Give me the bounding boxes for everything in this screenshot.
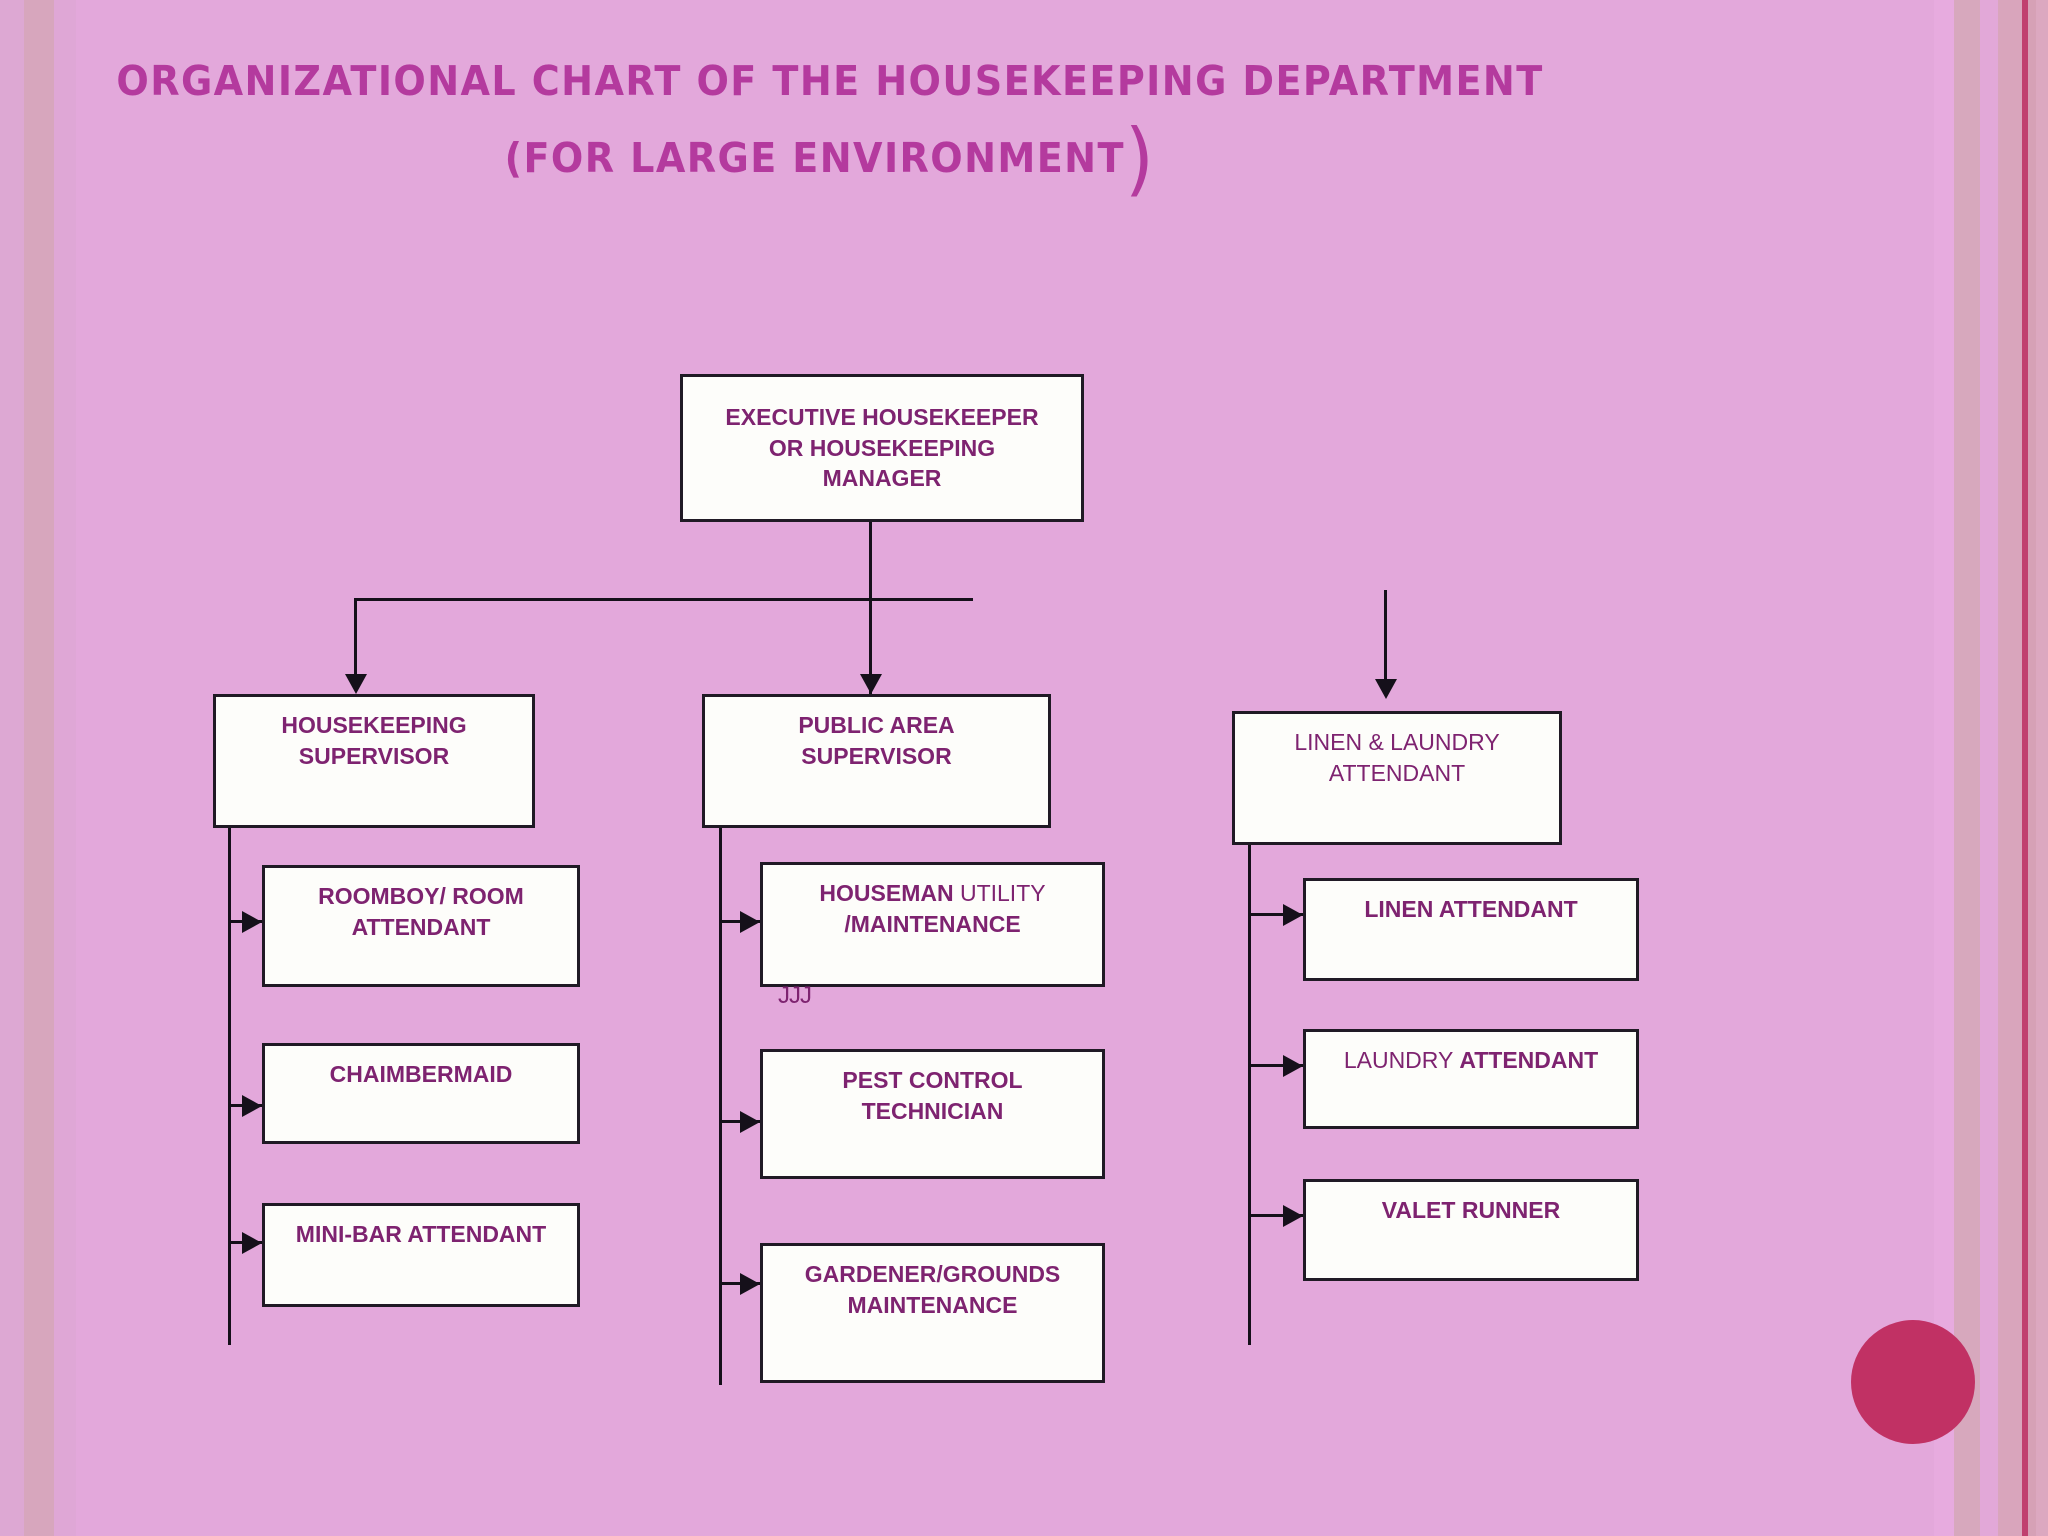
- connector-trunk-linen-laundry: [1248, 745, 1251, 1345]
- right-border-stripe-1: [1934, 0, 1954, 1536]
- laundry-bold-part: ATTENDANT: [1459, 1047, 1599, 1073]
- hk-sup-line-2: SUPERVISOR: [298, 742, 450, 769]
- arrowhead-laundry-attendant: [1283, 1055, 1303, 1077]
- node-housekeeping-supervisor-label: HOUSEKEEPING SUPERVISOR: [271, 710, 476, 825]
- title-closing-paren: ): [1124, 112, 1156, 206]
- exec-line-2: OR HOUSEKEEPING: [768, 434, 996, 461]
- node-linen-laundry-attendant[interactable]: LINEN & LAUNDRY ATTENDANT: [1232, 711, 1562, 845]
- left-border-stripe-3: [54, 0, 76, 1536]
- roomboy-line-1: ROOMBOY/ ROOM: [318, 883, 524, 909]
- right-border-stripe-2: [1954, 0, 1980, 1536]
- right-border-stripe-3: [1980, 0, 1998, 1536]
- node-chaimbermaid[interactable]: CHAIMBERMAID: [262, 1043, 580, 1144]
- title-line-2-text: (FOR LARGE ENVIRONMENT: [504, 134, 1125, 183]
- arrowhead-housekeeping-supervisor: [345, 674, 367, 694]
- node-laundry-attendant[interactable]: LAUNDRY ATTENDANT: [1303, 1029, 1639, 1129]
- gardener-line-2: MAINTENANCE: [847, 1291, 1018, 1318]
- left-border-stripe-2: [24, 0, 54, 1536]
- node-pest-control-technician[interactable]: PEST CONTROL TECHNICIAN: [760, 1049, 1105, 1179]
- decorative-circle: [1851, 1320, 1975, 1444]
- arrowhead-linen-laundry-attendant: [1375, 679, 1397, 699]
- gardener-line-1: GARDENER/GROUNDS: [804, 1261, 1061, 1287]
- arrowhead-linen-attendant: [1283, 904, 1303, 926]
- node-linen-attendant-label: LINEN ATTENDANT: [1364, 896, 1578, 922]
- node-public-area-supervisor-label: PUBLIC AREA SUPERVISOR: [788, 710, 964, 825]
- hk-sup-line-1: HOUSEKEEPING: [281, 712, 467, 738]
- connector-trunk-housekeeping: [228, 785, 231, 1345]
- exec-line-3: MANAGER: [822, 465, 942, 492]
- chart-title: ORGANIZATIONAL CHART OF THE HOUSEKEEPING…: [0, 57, 1660, 199]
- arrowhead-public-area-supervisor: [860, 674, 882, 694]
- pa-sup-line-1: PUBLIC AREA: [798, 712, 955, 738]
- ll-att-line-2: ATTENDANT: [1328, 759, 1466, 786]
- node-linen-laundry-attendant-label: LINEN & LAUNDRY ATTENDANT: [1284, 727, 1509, 842]
- exec-line-1: EXECUTIVE HOUSEKEEPER: [725, 404, 1039, 431]
- node-executive-housekeeper-label: EXECUTIVE HOUSEKEEPER OR HOUSEKEEPING MANA…: [715, 402, 1048, 494]
- pa-sup-line-2: SUPERVISOR: [801, 742, 952, 769]
- node-houseman-utility-maintenance[interactable]: HOUSEMAN UTILITY/MAINTENANCE: [760, 862, 1105, 987]
- arrowhead-houseman: [740, 911, 760, 933]
- node-linen-attendant[interactable]: LINEN ATTENDANT: [1303, 878, 1639, 981]
- left-border-stripe-1: [0, 0, 24, 1536]
- connector-branch-houseman: [719, 920, 760, 923]
- houseman-regular-part: UTILITY: [953, 880, 1046, 906]
- node-laundry-attendant-label: LAUNDRY ATTENDANT: [1334, 1045, 1608, 1126]
- node-public-area-supervisor[interactable]: PUBLIC AREA SUPERVISOR: [702, 694, 1051, 828]
- arrowhead-valet-runner: [1283, 1205, 1303, 1227]
- connector-trunk-public-area: [719, 785, 722, 1385]
- node-gardener-label: GARDENER/GROUNDS MAINTENANCE: [795, 1259, 1071, 1380]
- right-border-stripe-4: [1998, 0, 2022, 1536]
- connector-branch-valet-runner: [1248, 1214, 1303, 1217]
- connector-exec-down: [869, 522, 872, 700]
- stray-text-artifact: JJJ: [778, 982, 812, 1009]
- node-houseman-label: HOUSEMAN UTILITY/MAINTENANCE: [809, 878, 1055, 984]
- arrowhead-roomboy: [242, 911, 262, 933]
- node-valet-runner[interactable]: VALET RUNNER: [1303, 1179, 1639, 1281]
- houseman-bold-part: HOUSEMAN: [819, 880, 954, 906]
- right-border-accent-line: [2022, 0, 2028, 1536]
- arrowhead-minibar: [242, 1232, 262, 1254]
- node-housekeeping-supervisor[interactable]: HOUSEKEEPING SUPERVISOR: [213, 694, 535, 828]
- connector-horizontal-bus: [354, 598, 973, 601]
- roomboy-line-2: ATTENDANT: [351, 913, 491, 940]
- title-line-1: ORGANIZATIONAL CHART OF THE HOUSEKEEPING…: [116, 57, 1544, 105]
- connector-branch-pest-control: [719, 1120, 760, 1123]
- node-chaimbermaid-label: CHAIMBERMAID: [329, 1061, 513, 1087]
- node-roomboy-room-attendant[interactable]: ROOMBOY/ ROOM ATTENDANT: [262, 865, 580, 987]
- node-gardener-grounds-maintenance[interactable]: GARDENER/GROUNDS MAINTENANCE: [760, 1243, 1105, 1383]
- node-roomboy-label: ROOMBOY/ ROOM ATTENDANT: [308, 881, 534, 984]
- connector-drop-linen-laundry: [1384, 590, 1387, 685]
- arrowhead-pest-control: [740, 1111, 760, 1133]
- laundry-regular-part: LAUNDRY: [1343, 1047, 1460, 1073]
- connector-branch-gardener: [719, 1282, 760, 1285]
- node-mini-bar-attendant-label: MINI-BAR ATTENDANT: [295, 1221, 547, 1247]
- node-pest-control-label: PEST CONTROL TECHNICIAN: [832, 1065, 1032, 1176]
- right-border-stripe-6: [2036, 0, 2048, 1536]
- ll-att-line-1: LINEN & LAUNDRY: [1294, 729, 1500, 755]
- arrowhead-gardener: [740, 1273, 760, 1295]
- arrowhead-chaimbermaid: [242, 1095, 262, 1117]
- pest-line-1: PEST CONTROL: [842, 1067, 1023, 1093]
- houseman-line-2: /MAINTENANCE: [844, 910, 1021, 937]
- node-executive-housekeeper[interactable]: EXECUTIVE HOUSEKEEPER OR HOUSEKEEPING MANA…: [680, 374, 1084, 522]
- node-valet-runner-label: VALET RUNNER: [1381, 1197, 1561, 1223]
- right-border-stripe-5: [2028, 0, 2036, 1536]
- connector-drop-housekeeping: [354, 598, 357, 680]
- pest-line-2: TECHNICIAN: [861, 1097, 1004, 1124]
- connector-branch-laundry-attendant: [1248, 1064, 1303, 1067]
- connector-branch-linen-attendant: [1248, 913, 1303, 916]
- title-line-2: (FOR LARGE ENVIRONMENT): [58, 119, 1602, 199]
- node-mini-bar-attendant[interactable]: MINI-BAR ATTENDANT: [262, 1203, 580, 1307]
